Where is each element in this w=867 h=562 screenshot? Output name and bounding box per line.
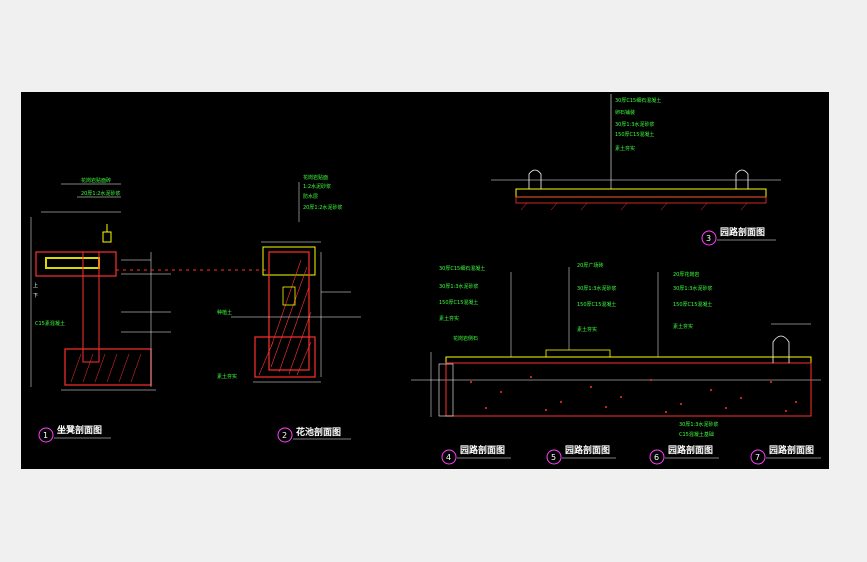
svg-text:园路剖面图: 园路剖面图 (769, 444, 814, 456)
svg-text:园路剖面图: 园路剖面图 (460, 444, 505, 456)
planter-label-top4: 20厚1:2水泥砂浆 (303, 204, 342, 211)
bench-section: 花岗岩贴面砖 20厚1:2水泥砂浆 上 下 C15素混凝土 (30, 177, 266, 391)
svg-text:3: 3 (706, 234, 711, 243)
path4-label-4: 素土夯实 (439, 315, 459, 322)
svg-text:5: 5 (551, 453, 556, 462)
path4-label-2: 30厚1:3水泥砂浆 (439, 283, 478, 290)
svg-text:花池剖面图: 花池剖面图 (296, 426, 341, 438)
path6-label-4: 素土夯实 (673, 323, 693, 330)
section-title-5: 5 园路剖面图 (546, 444, 616, 465)
cad-drawing: 花岗岩贴面砖 20厚1:2水泥砂浆 上 下 C15素混凝土 花岗岩贴面 1:2水… (30, 94, 821, 465)
planter-label-top2: 1:2水泥砂浆 (303, 183, 331, 190)
path5-label-3: 150厚C15混凝土 (577, 301, 616, 308)
svg-text:1: 1 (43, 431, 48, 440)
section-title-7: 7 园路剖面图 (750, 444, 821, 465)
path-section-3: 30厚C15细石混凝土 卵石铺装 30厚1:3水泥砂浆 150厚C15混凝土 素… (491, 94, 781, 211)
path6-label-1: 20厚花岗岩 (673, 271, 699, 278)
path7-label-2: C15混凝土基础 (679, 431, 714, 438)
section-title-3: 3 园路剖面图 (701, 226, 776, 246)
svg-text:园路剖面图: 园路剖面图 (668, 444, 713, 456)
svg-text:4: 4 (446, 453, 451, 462)
path4-label-1: 30厚C15细石混凝土 (439, 265, 485, 272)
section-title-4: 4 园路剖面图 (441, 444, 511, 465)
section-title-1: 1 坐凳剖面图 (38, 424, 111, 443)
planter-section: 花岗岩贴面 1:2水泥砂浆 防水层 20厚1:2水泥砂浆 种植土 素土夯实 (217, 174, 361, 383)
section-title-2: 2 花池剖面图 (277, 426, 351, 443)
svg-text:园路剖面图: 园路剖面图 (565, 444, 610, 456)
planter-label-top3: 防水层 (303, 193, 318, 200)
section-title-6: 6 园路剖面图 (649, 444, 719, 465)
planter-label-fill: 种植土 (217, 309, 232, 316)
path3-label-5: 素土夯实 (615, 145, 635, 152)
svg-text:坐凳剖面图: 坐凳剖面图 (57, 424, 102, 436)
path4-label-3: 150厚C15混凝土 (439, 299, 478, 306)
svg-text:7: 7 (755, 453, 760, 462)
planter-label-top1: 花岗岩贴面 (303, 174, 328, 181)
path5-label-1: 20厚广场砖 (577, 262, 603, 269)
path6-label-3: 150厚C15混凝土 (673, 301, 712, 308)
bench-label-up: 上 (33, 282, 38, 289)
path5-label-4: 素土夯实 (577, 326, 597, 333)
bench-label-base: C15素混凝土 (35, 320, 65, 327)
path3-label-4: 150厚C15混凝土 (615, 131, 654, 138)
path3-label-3: 30厚1:3水泥砂浆 (615, 121, 654, 128)
path-section-long: 30厚C15细石混凝土 30厚1:3水泥砂浆 150厚C15混凝土 素土夯实 花… (411, 262, 821, 438)
path7-label-1: 30厚1:3水泥砂浆 (679, 421, 718, 428)
path3-label-2: 卵石铺装 (615, 109, 635, 116)
path4-label-edge: 花岗岩侧石 (453, 335, 478, 342)
cad-drawing-canvas: 花岗岩贴面砖 20厚1:2水泥砂浆 上 下 C15素混凝土 花岗岩贴面 1:2水… (21, 92, 829, 469)
svg-text:6: 6 (654, 453, 659, 462)
path5-label-2: 30厚1:3水泥砂浆 (577, 285, 616, 292)
bench-label-top1: 花岗岩贴面砖 (81, 177, 111, 184)
svg-text:2: 2 (282, 431, 287, 440)
svg-text:园路剖面图: 园路剖面图 (720, 226, 765, 238)
path6-label-2: 30厚1:3水泥砂浆 (673, 285, 712, 292)
path3-label-1: 30厚C15细石混凝土 (615, 97, 661, 104)
bench-label-top2: 20厚1:2水泥砂浆 (81, 190, 120, 197)
bench-label-down: 下 (33, 293, 38, 299)
planter-label-bottom: 素土夯实 (217, 373, 237, 380)
